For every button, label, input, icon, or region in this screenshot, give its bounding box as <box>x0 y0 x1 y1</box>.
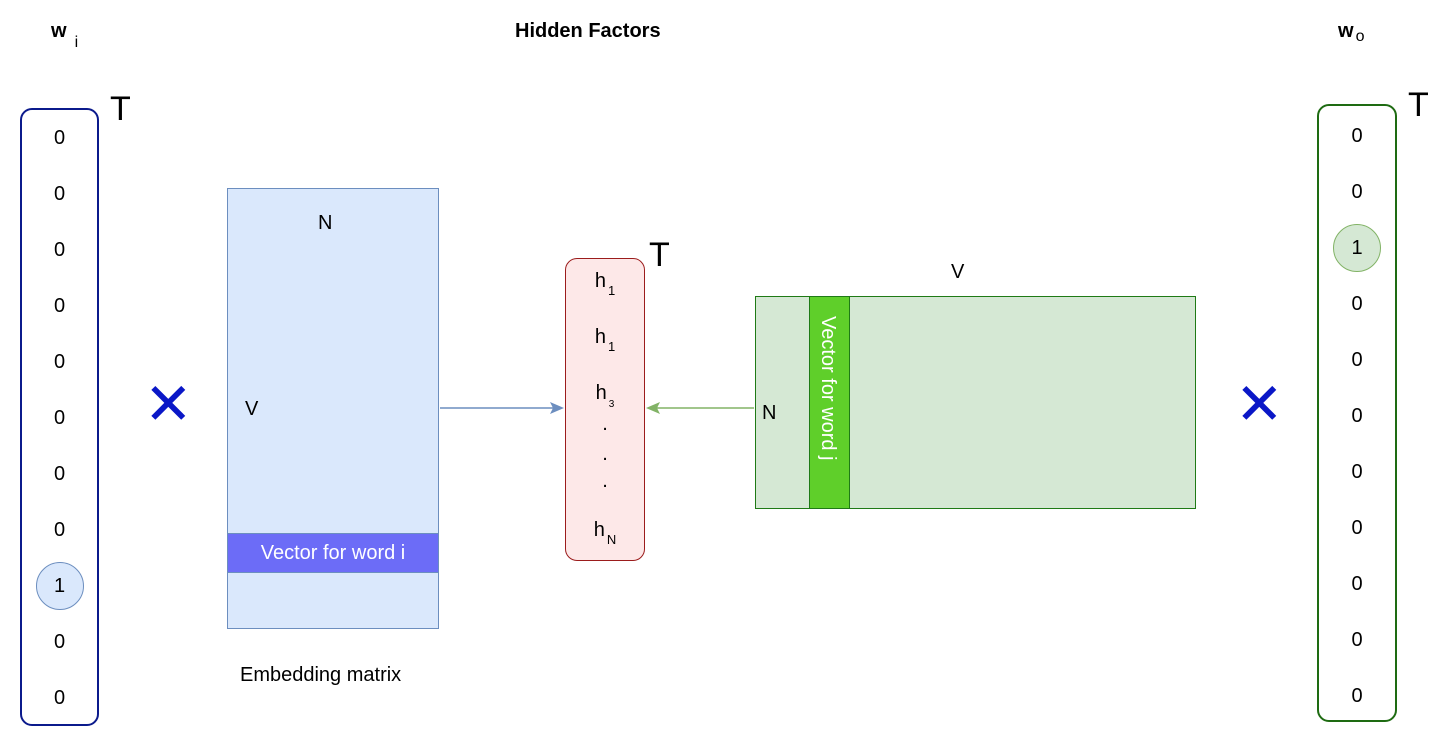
hidden-entry-symbol: . <box>602 470 608 492</box>
input-transpose-mark: T <box>110 90 131 128</box>
hidden-entry-subscript: N <box>606 532 617 547</box>
hidden-entry-subscript: 1 <box>607 283 616 298</box>
hidden-entry-symbol: h <box>595 382 607 404</box>
output-vector-cell: 0 <box>1351 573 1363 595</box>
input-word-main: w <box>51 20 67 42</box>
output-vector-cell: 0 <box>1351 405 1363 427</box>
hidden-entry-symbol: h <box>594 270 606 292</box>
hidden-entry-symbol: . <box>602 413 608 435</box>
output-vector-cell: 0 <box>1351 181 1363 203</box>
input-vector-cell: 0 <box>53 183 66 205</box>
input-vector-cell: 0 <box>53 407 66 429</box>
hidden-entry-subscript: 3 <box>608 399 615 410</box>
input-vector-cell: 0 <box>53 351 66 373</box>
input-vector-cell: 0 <box>53 631 66 653</box>
hidden-entry-symbol: h <box>593 519 605 541</box>
output-vector-cell: 0 <box>1351 685 1363 707</box>
embedding-to-hidden-arrowhead <box>550 402 564 414</box>
hidden-vector-entry: . <box>565 470 645 493</box>
input-vector-cell: 0 <box>53 127 66 149</box>
hidden-vector-entry: h3 <box>565 382 645 410</box>
multiply-icon-left: ✕ <box>144 372 193 437</box>
output-vector-cell: 0 <box>1351 349 1363 371</box>
embedding-matrix-caption: Embedding matrix <box>240 664 402 686</box>
output-vector-cell: 0 <box>1351 629 1363 651</box>
context-to-hidden-arrowhead <box>646 402 660 414</box>
context-matrix-side-label: N <box>762 402 777 424</box>
input-word-label: wi <box>51 20 78 51</box>
output-one-hot-vector <box>1317 104 1397 722</box>
output-highlight-cell: 1 <box>1333 224 1381 272</box>
output-word-sub: o <box>1355 28 1365 45</box>
input-vector-cell: 0 <box>53 239 66 261</box>
input-one-hot-vector <box>20 108 99 726</box>
input-vector-cell: 0 <box>53 463 66 485</box>
output-vector-cell: 0 <box>1351 293 1363 315</box>
embedding-matrix-side-label: V <box>245 398 259 420</box>
context-column-word-j <box>809 296 850 509</box>
input-vector-cell: 0 <box>53 295 66 317</box>
hidden-transpose-mark: T <box>649 236 670 274</box>
embedding-row-word-i: Vector for word i <box>227 533 439 573</box>
hidden-entry-subscript: 1 <box>607 339 616 354</box>
multiply-icon-right: ✕ <box>1235 372 1284 437</box>
output-transpose-mark: T <box>1408 86 1429 124</box>
embedding-matrix-top-label: N <box>318 212 333 234</box>
output-vector-cell: 0 <box>1351 125 1363 147</box>
hidden-entry-symbol: h <box>594 326 606 348</box>
input-word-sub: i <box>74 34 79 51</box>
context-column-label: Vector for word j <box>817 316 839 461</box>
hidden-entry-symbol: . <box>602 443 608 465</box>
hidden-vector-entry: . <box>565 413 645 436</box>
embedding-row-label: Vector for word i <box>260 542 406 564</box>
output-vector-cell: 0 <box>1351 517 1363 539</box>
context-matrix-top-label: V <box>951 261 965 283</box>
hidden-vector-entry: . <box>565 443 645 466</box>
output-vector-cell: 0 <box>1351 461 1363 483</box>
input-vector-cell: 0 <box>53 519 66 541</box>
input-vector-cell: 0 <box>53 687 66 709</box>
hidden-factors-title: Hidden Factors <box>515 20 661 42</box>
input-highlight-cell: 1 <box>35 562 84 610</box>
output-word-main: w <box>1338 20 1354 42</box>
hidden-vector <box>565 258 645 561</box>
